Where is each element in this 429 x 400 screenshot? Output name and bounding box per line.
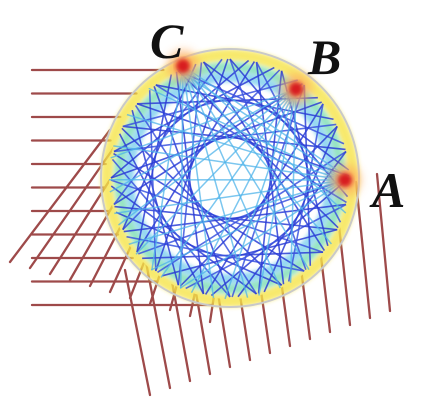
interior-chord — [210, 177, 350, 297]
focus-chord — [289, 88, 297, 283]
interior-chord — [110, 59, 250, 179]
interior-chord — [155, 84, 334, 121]
focus-chord — [182, 65, 352, 180]
interior-chord — [162, 228, 338, 277]
interior-chord — [255, 61, 285, 285]
focus-chord — [182, 65, 249, 298]
point-label-a: A — [369, 162, 405, 218]
interior-chord — [175, 71, 205, 295]
focus-chord — [113, 145, 346, 181]
incoming-ray — [375, 172, 392, 313]
focus-chord — [114, 179, 346, 215]
focus-chord — [182, 65, 310, 271]
focus-chord — [150, 179, 346, 271]
interior-chord — [113, 82, 303, 206]
incoming-ray — [354, 180, 372, 320]
interior-chord — [136, 74, 173, 253]
hot-spot-a-core — [338, 173, 352, 187]
interior-chord — [122, 69, 281, 231]
interior-chord — [134, 105, 258, 295]
focus-chord — [148, 87, 346, 181]
interior-chord — [142, 251, 324, 260]
interior-chord — [122, 63, 197, 230]
focus-chord — [135, 88, 297, 255]
focus-chord — [182, 65, 281, 289]
focus-chord — [258, 88, 297, 296]
focus-chord — [160, 88, 297, 278]
interior-chord — [115, 211, 282, 286]
interior-chord — [122, 79, 298, 128]
point-label-c: C — [150, 13, 184, 69]
focus-chord — [176, 68, 346, 181]
incoming-ray — [123, 268, 152, 397]
focus-chord — [224, 88, 297, 300]
incoming-ray — [8, 128, 112, 264]
incoming-ray — [144, 260, 172, 390]
interior-chord — [136, 103, 350, 177]
interior-chord — [118, 133, 205, 295]
interior-chord — [287, 103, 324, 282]
hot-spot-c-core — [176, 59, 190, 73]
focus-chord — [179, 179, 346, 289]
focus-chord — [110, 88, 297, 159]
interior-chord — [148, 90, 157, 272]
focus-chord — [182, 65, 333, 245]
interior-chord — [303, 84, 312, 266]
interior-chord — [113, 123, 337, 153]
interior-chord — [178, 70, 345, 145]
interior-chord — [185, 203, 347, 290]
focus-chord — [190, 88, 297, 294]
interior-chord — [204, 103, 324, 295]
interior-chord — [153, 86, 231, 298]
hot-spot-b-core — [289, 82, 303, 96]
focus-chord — [126, 113, 346, 181]
focus-hot-spots — [168, 51, 360, 195]
interior-chord — [122, 125, 346, 151]
point-label-b: B — [307, 29, 341, 85]
interior-chord — [229, 58, 307, 270]
focus-chord — [118, 88, 297, 226]
focus-chord — [109, 88, 297, 193]
circle-interior-field — [101, 49, 359, 307]
focus-chord — [128, 179, 346, 245]
